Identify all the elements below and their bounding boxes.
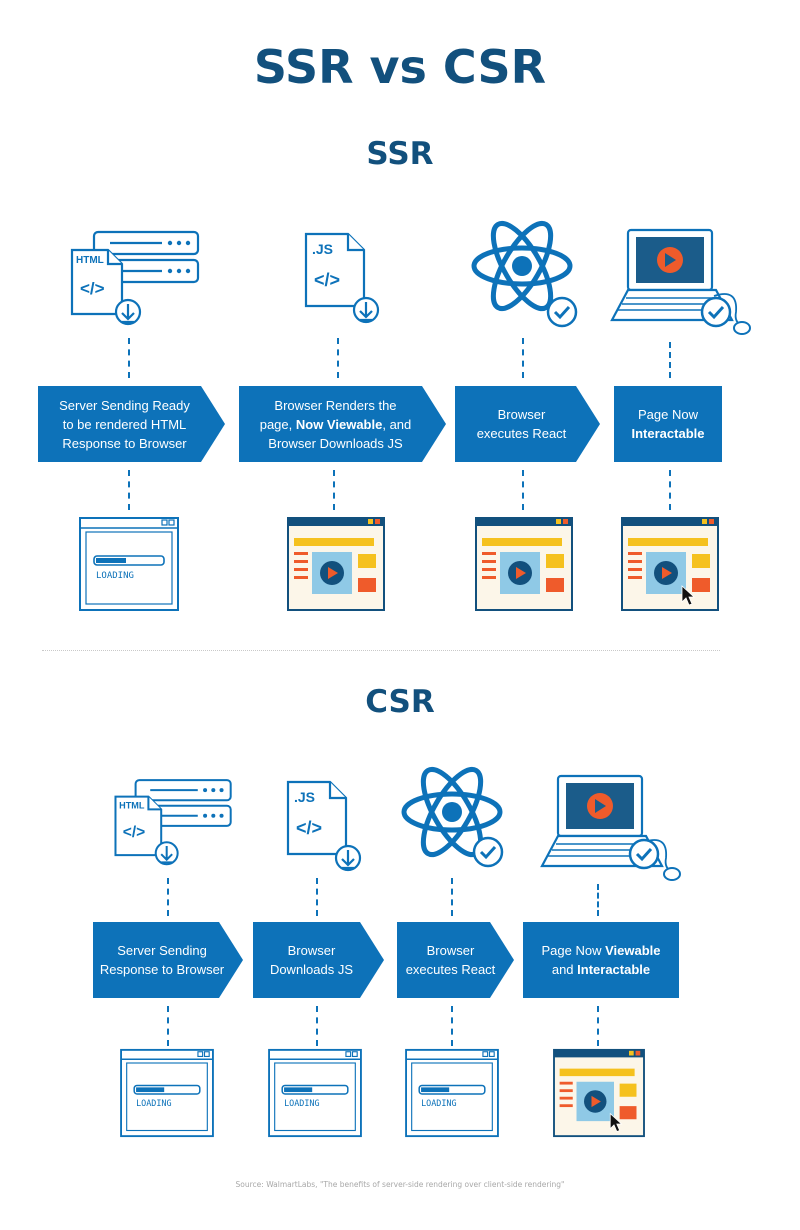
ssr-step-3: Browser executes React	[455, 386, 600, 462]
loading-label: LOADING	[284, 1098, 320, 1108]
csr-step-3: Browser executes React	[397, 922, 514, 998]
loading-window-icon: LOADING	[79, 517, 179, 611]
laptop-icon	[540, 774, 681, 881]
loading-window-icon: LOADING	[120, 1048, 214, 1138]
rendered-page-icon	[287, 517, 385, 611]
rendered-page-icon	[475, 517, 573, 611]
connector-line	[128, 470, 130, 510]
ssr-heading: SSR	[366, 136, 434, 172]
step-text: Page Now Interactable	[631, 407, 705, 441]
loading-window-icon: LOADING	[268, 1048, 362, 1138]
page-title: SSR vs CSR	[253, 40, 547, 94]
connector-line	[451, 878, 453, 916]
loading-label: LOADING	[136, 1098, 172, 1108]
connector-line	[316, 1006, 318, 1046]
step-text: Server Sending Ready to be rendered HTML…	[59, 397, 190, 451]
connector-line	[597, 1006, 599, 1046]
loading-window-icon: LOADING	[405, 1048, 499, 1138]
html-label: HTML	[119, 800, 145, 810]
interactive-page-icon	[621, 517, 719, 611]
code-label: </>	[80, 279, 105, 298]
connector-line	[333, 470, 335, 510]
html-server-icon: HTML </>	[114, 779, 232, 866]
source-caption: Source: WalmartLabs, "The benefits of se…	[235, 1180, 565, 1189]
js-label: .JS	[312, 241, 333, 257]
csr-step-2: Browser Downloads JS	[253, 922, 384, 998]
html-label: HTML	[76, 255, 104, 266]
step-text: Browser executes React	[476, 407, 567, 441]
section-divider	[42, 650, 720, 651]
connector-line	[167, 1006, 169, 1046]
connector-line	[128, 338, 130, 378]
connector-line	[522, 470, 524, 510]
connector-line	[669, 342, 671, 378]
step-text: Page Now Viewable and Interactable	[541, 943, 661, 977]
code-label: </>	[123, 824, 145, 841]
step-text: Browser Renders the page, Now Viewable, …	[259, 397, 412, 451]
code-label: </>	[314, 270, 340, 290]
step-text: Server Sending Response to Browser	[99, 943, 225, 977]
csr-step-1: Server Sending Response to Browser	[93, 922, 243, 998]
js-file-icon: .JS </>	[286, 780, 362, 872]
loading-label: LOADING	[96, 571, 134, 581]
connector-line	[316, 878, 318, 916]
csr-step-4: Page Now Viewable and Interactable	[523, 922, 679, 998]
interactive-page-icon	[553, 1048, 645, 1138]
ssr-step-4: Page Now Interactable	[614, 386, 722, 462]
csr-heading: CSR	[365, 684, 435, 720]
connector-line	[669, 470, 671, 510]
connector-line	[167, 878, 169, 916]
connector-line	[597, 884, 599, 916]
connector-line	[337, 338, 339, 378]
ssr-step-1: Server Sending Ready to be rendered HTML…	[38, 386, 225, 462]
code-label: </>	[296, 818, 322, 838]
step-text: Browser executes React	[405, 943, 496, 977]
js-file-icon: .JS </>	[304, 232, 380, 324]
loading-label: LOADING	[421, 1098, 457, 1108]
html-server-icon: HTML </>	[70, 230, 200, 326]
ssr-step-2: Browser Renders the page, Now Viewable, …	[239, 386, 446, 462]
connector-line	[522, 338, 524, 378]
connector-line	[451, 1006, 453, 1046]
laptop-icon	[610, 228, 751, 335]
react-atom-icon	[401, 766, 504, 868]
step-text: Browser Downloads JS	[269, 943, 354, 977]
react-atom-icon	[471, 220, 578, 328]
js-label: .JS	[294, 789, 315, 805]
